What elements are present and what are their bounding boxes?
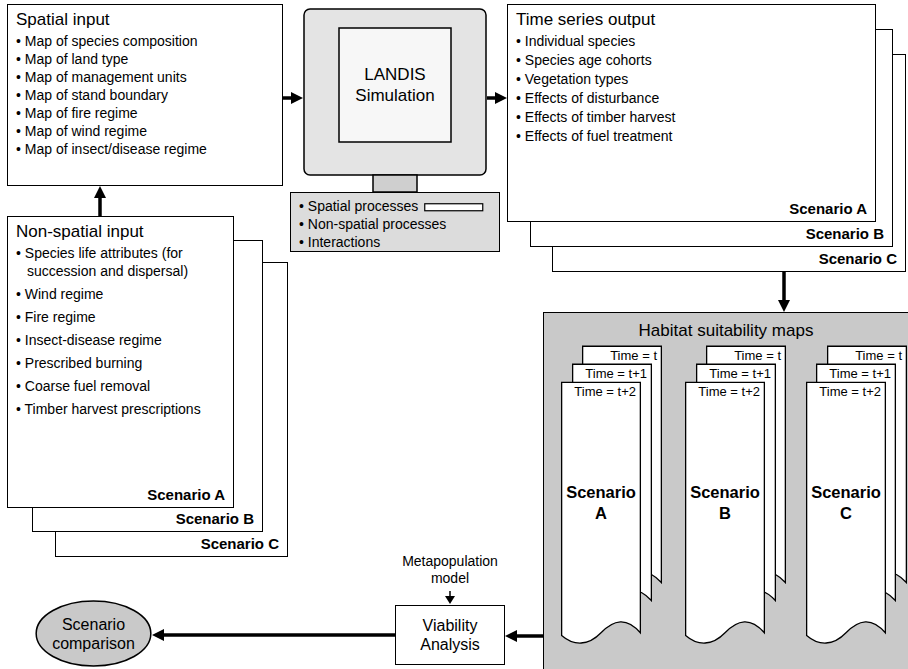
- computer-monitor: LANDIS Simulation: [303, 8, 487, 192]
- time-label: Time = t: [827, 345, 907, 364]
- ellipse-label: Scenario comparison: [35, 615, 152, 653]
- panel-title: Habitat suitability maps: [544, 313, 908, 341]
- box-heading: Time series output: [516, 9, 867, 30]
- bullet-item: • Effects of timber harvest: [516, 108, 867, 126]
- bullet-item: • Effects of fuel treatment: [516, 127, 867, 145]
- scenario-label: Scenario B: [176, 510, 254, 528]
- arrow-head: [445, 596, 455, 604]
- monitor-neck: [373, 175, 417, 192]
- box-heading: Non-spatial input: [16, 221, 225, 242]
- bullet-item: • Map of wind regime: [16, 122, 274, 140]
- bullet-item: • Individual species: [516, 32, 867, 50]
- scenario-label: Scenario C: [201, 535, 279, 553]
- bullet-item: • Map of species composition: [16, 32, 274, 50]
- time-label: Time = t+2: [806, 381, 886, 400]
- screen-area: LANDIS Simulation: [340, 29, 450, 141]
- scenario-label: Scenario A: [789, 200, 867, 218]
- bullet-item: • Species life attributes (for successio…: [16, 244, 225, 280]
- map-page: Time = t+2Scenario A: [561, 381, 641, 646]
- ellipse-outline: [35, 600, 152, 667]
- time-label: Time = t+2: [561, 381, 641, 400]
- process-bar-icon: [424, 203, 484, 212]
- scenario-label: Scenario B: [685, 482, 765, 524]
- computer-base: • Spatial processes• Non-spatial process…: [290, 192, 500, 252]
- bullet-item: • Coarse fuel removal: [16, 377, 225, 395]
- flow-arrow: [778, 272, 790, 312]
- input-box: Non-spatial input• Species life attribut…: [7, 216, 234, 508]
- connector-line: [162, 633, 395, 637]
- bullet-item: • Interactions: [299, 233, 491, 251]
- time-label: Time = t: [706, 345, 786, 364]
- process-box: Viability Analysis: [395, 605, 505, 665]
- monitor-screen: [339, 28, 451, 142]
- time-label: Time = t+1: [696, 363, 776, 382]
- bullet-item: • Map of stand boundary: [16, 86, 274, 104]
- connector-line: [782, 272, 786, 302]
- arrow-head: [495, 92, 507, 104]
- arrow-head: [505, 630, 517, 642]
- bullet-item: • Effects of disturbance: [516, 89, 867, 107]
- scenario-label: Scenario A: [147, 486, 225, 504]
- scenario-label: Scenario C: [819, 250, 897, 268]
- arrow-head: [778, 300, 790, 312]
- flow-arrow: [94, 186, 106, 216]
- connector-line: [515, 634, 543, 638]
- arrow-head: [152, 629, 164, 641]
- bullet-item: • Timber harvest prescriptions: [16, 400, 225, 418]
- output-box: Time series output• Individual species• …: [507, 4, 876, 222]
- scenario-label: Scenario B: [806, 225, 884, 243]
- flow-arrow: [505, 630, 543, 642]
- screen-title: LANDIS Simulation: [340, 64, 450, 106]
- note-label: Metapopulation model: [385, 553, 515, 587]
- bullet-item: • Map of land type: [16, 50, 274, 68]
- arrow-head: [94, 186, 106, 198]
- bullet-item: • Prescribed burning: [16, 354, 225, 372]
- connector-line: [98, 196, 102, 216]
- time-label: Time = t+1: [816, 363, 896, 382]
- bullet-item: • Fire regime: [16, 308, 225, 326]
- scenario-label: Scenario A: [561, 482, 641, 524]
- flow-arrow: [487, 92, 507, 104]
- scenario-label: Scenario C: [806, 482, 886, 524]
- time-label: Time = t: [582, 345, 662, 364]
- time-label: Time = t+2: [685, 381, 765, 400]
- bullet-item: • Map of management units: [16, 68, 274, 86]
- flow-arrow: [152, 629, 395, 641]
- map-page: Time = t+2Scenario C: [806, 381, 886, 646]
- input-box: Spatial input • Map of species compositio…: [7, 4, 283, 186]
- bullet-item: • Non-spatial processes: [299, 215, 491, 233]
- box-label: Viability Analysis: [404, 616, 496, 654]
- bullet-item: • Vegetation types: [516, 70, 867, 88]
- terminal-ellipse: Scenario comparison: [35, 600, 152, 667]
- bullet-item: • Wind regime: [16, 285, 225, 303]
- time-label: Time = t+1: [572, 363, 652, 382]
- habitat-panel: Habitat suitability mapsTime = tTime = t…: [543, 312, 908, 669]
- flow-arrow: [283, 92, 303, 104]
- bullet-item: • Spatial processes: [299, 197, 418, 215]
- map-page: Time = t+2Scenario B: [685, 381, 765, 646]
- box-heading: Spatial input: [16, 9, 274, 30]
- monitor-frame: [304, 9, 486, 175]
- bullet-item: • Species age cohorts: [516, 51, 867, 69]
- bullet-item: • Map of insect/disease regime: [16, 140, 274, 158]
- bullet-item: • Map of fire regime: [16, 104, 274, 122]
- arrow-head: [291, 92, 303, 104]
- bullet-item: • Insect-disease regime: [16, 331, 225, 349]
